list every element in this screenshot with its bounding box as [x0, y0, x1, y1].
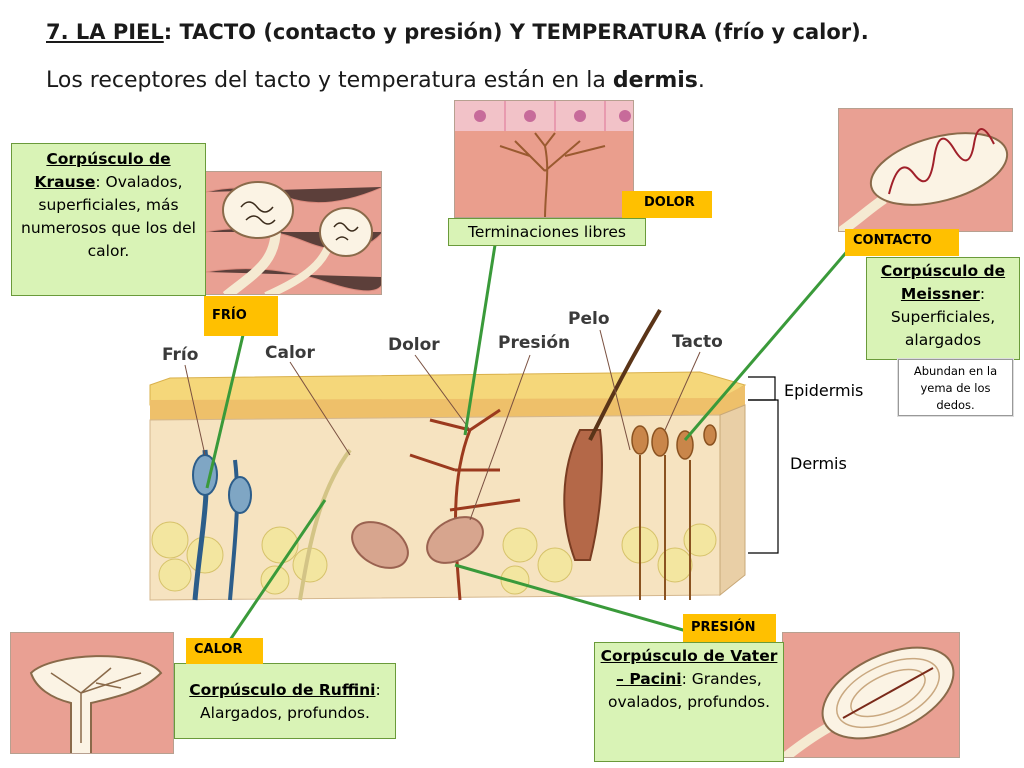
label-dolor: Dolor	[388, 335, 440, 355]
label-frio: Frío	[162, 345, 198, 365]
pacini-photo	[782, 632, 960, 758]
tag-presion: PRESIÓN	[683, 614, 776, 642]
meissner-box: Corpúsculo de Meissner: Superficiales, a…	[866, 257, 1020, 360]
label-calor: Calor	[265, 343, 315, 363]
label-presion: Presión	[498, 333, 570, 353]
tag-frio: FRÍO	[204, 296, 278, 336]
krause-desc: : Ovalados, superficiales, más numerosos…	[21, 173, 196, 260]
title-prefix: 7. LA PIEL	[46, 20, 164, 44]
meissner-photo	[838, 108, 1013, 232]
label-pelo: Pelo	[568, 309, 610, 329]
meissner-name: Corpúsculo de Meissner	[880, 262, 1006, 303]
tag-calor: CALOR	[186, 638, 263, 664]
pacini-box: Corpúsculo de Vater – Pacini: Grandes, o…	[594, 642, 784, 762]
meissner-desc: : Superficiales, alargados	[890, 285, 996, 349]
libres-box: Terminaciones libres	[448, 218, 646, 246]
ruffini-name: Corpúsculo de Ruffini	[189, 681, 376, 699]
skin-block	[149, 308, 747, 601]
krause-photo	[205, 171, 382, 295]
page-title: 7. LA PIEL: TACTO (contacto y presión) Y…	[46, 20, 869, 44]
subtitle-bold: dermis	[612, 68, 698, 93]
leader-lines	[205, 244, 852, 641]
meissner-note: Abundan en la yema de los dedos.	[898, 359, 1013, 416]
pacini-name: Corpúsculo de Vater – Pacini	[600, 647, 778, 688]
krause-name: Corpúsculo de Krause	[34, 150, 171, 191]
title-rest: : TACTO (contacto y presión) Y TEMPERATU…	[163, 20, 869, 44]
epidermis-label: Epidermis	[784, 381, 864, 400]
krause-box: Corpúsculo de Krause: Ovalados, superfic…	[11, 143, 206, 296]
libres-photo	[454, 100, 634, 218]
layer-brackets	[748, 376, 779, 554]
label-tacto: Tacto	[672, 332, 723, 352]
subtitle-text: Los receptores del tacto y temperatura e…	[46, 68, 613, 93]
pacini-desc: : Grandes, ovalados, profundos.	[608, 670, 770, 711]
libres-text: Terminaciones libres	[468, 223, 626, 241]
tag-dolor: DOLOR	[622, 191, 712, 218]
ruffini-desc: : Alargados, profundos.	[200, 681, 381, 722]
ruffini-photo	[10, 632, 174, 754]
page-subtitle: Los receptores del tacto y temperatura e…	[46, 68, 705, 93]
subtitle-end: .	[697, 68, 705, 93]
dermis-label: Dermis	[790, 454, 847, 473]
tag-contacto: CONTACTO	[845, 229, 959, 256]
ruffini-box: Corpúsculo de Ruffini: Alargados, profun…	[174, 663, 396, 739]
